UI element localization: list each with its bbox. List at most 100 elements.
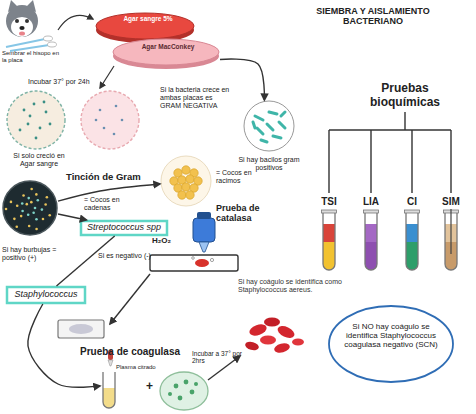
node-shape <box>316 196 342 272</box>
node-label: Agar sangre 5% <box>117 15 179 22</box>
culture-plate <box>168 392 172 396</box>
node-label: Agar MacConkey <box>132 43 204 50</box>
bacillus <box>261 140 267 142</box>
culture-plate <box>178 396 183 401</box>
incubated-plate <box>115 105 118 108</box>
circle-outline <box>161 156 211 206</box>
catalase-test <box>210 258 213 261</box>
flow-connector <box>56 236 114 286</box>
bacillus <box>269 112 277 114</box>
plate-dark <box>3 181 57 235</box>
coccus <box>35 228 38 231</box>
coccus <box>25 203 28 206</box>
annotation-text: Incubar a 37° por 2hrs <box>192 350 242 365</box>
agar-plate: Agar MacConkey <box>112 36 220 70</box>
bacteria-circle: = Cocos en racimosPrueba de catalasa <box>160 155 212 207</box>
coccus <box>30 201 33 204</box>
coccus <box>178 191 186 199</box>
node-shape <box>438 196 464 272</box>
tube-liquid <box>365 224 377 270</box>
flow-connector <box>58 214 86 220</box>
culture-plate <box>190 390 195 395</box>
culture-plate <box>160 372 208 410</box>
annotation-text: Si es negativo (-) <box>98 252 158 260</box>
incubated-plate <box>39 127 42 130</box>
blood-clot <box>264 318 280 327</box>
annotation-text: Prueba de coagulasa <box>80 346 190 358</box>
bacillus <box>257 128 263 134</box>
incubated-plate <box>19 129 22 132</box>
bracket <box>411 130 412 193</box>
node-label: LIA <box>351 196 391 208</box>
swab <box>48 42 57 47</box>
node-label: Plasma citrado <box>116 364 156 371</box>
plate-top <box>96 13 194 39</box>
bracket <box>328 130 329 193</box>
annotation-text: Incubar 37° por 24h <box>28 78 118 86</box>
box-outline <box>7 287 85 303</box>
incubated-plate <box>33 103 36 106</box>
catalase-test <box>192 257 195 260</box>
husky-icon <box>11 17 33 37</box>
incubated-plate <box>121 119 124 122</box>
node-label: SIM <box>431 196 471 208</box>
incubated-plate <box>99 109 102 112</box>
agar-plate: Agar sangre 5% <box>95 10 195 44</box>
node-shape <box>2 180 58 236</box>
node-label: Tinción de Gram <box>66 172 166 183</box>
gram-slide <box>69 324 93 334</box>
bracket <box>370 130 371 193</box>
node-shape <box>100 364 150 410</box>
catalase-test <box>195 259 209 267</box>
incubated-plate <box>23 109 26 112</box>
test-tube: LIA <box>358 196 384 272</box>
coccus <box>22 194 25 197</box>
coccus <box>182 166 190 174</box>
annotation-text: Si hay coágulo se identifica como Staphy… <box>238 278 348 294</box>
diagram-title: SIEMBRA Y AISLAMIENTO BACTERIANO <box>298 6 448 27</box>
blood-clot <box>292 339 304 346</box>
culture-plate <box>184 380 189 385</box>
box-outline <box>81 221 167 235</box>
node-shape <box>399 196 425 272</box>
bacteria-circle: Si hay bacilos gram positivos <box>243 100 295 152</box>
dropper <box>108 360 113 366</box>
blood-clot <box>260 336 276 345</box>
coccus <box>186 175 194 183</box>
bacillus <box>253 122 255 128</box>
coccus <box>44 203 47 206</box>
incubated-plate <box>27 123 30 126</box>
node-label: TSI <box>309 196 349 208</box>
incubated-plate <box>103 127 106 130</box>
annotation-text: Pruebas bioquímicas <box>355 82 455 110</box>
incubated-plate <box>29 115 32 118</box>
gram-slide <box>58 320 104 338</box>
node-label: Prueba de catalasa <box>216 203 272 224</box>
node-label: Staphylococcus <box>6 289 86 299</box>
swab <box>44 36 53 41</box>
catalase-test <box>193 218 215 242</box>
node-label: CI <box>392 196 432 208</box>
coccus <box>20 215 23 218</box>
husky-icon <box>15 19 19 23</box>
gram-slide <box>58 320 104 338</box>
bracket <box>450 130 451 193</box>
husky-icon <box>6 0 38 37</box>
flow-arrow <box>100 66 114 88</box>
catalase-test <box>150 255 238 271</box>
bracket <box>329 129 451 130</box>
coccus <box>30 188 33 191</box>
tube-liquid <box>365 224 377 242</box>
annotation-text: Si solo creció en Agar sangre <box>6 152 72 168</box>
coccus <box>46 196 49 199</box>
test-tube: CI <box>399 196 425 272</box>
coccus <box>21 202 24 205</box>
tube-liquid <box>323 224 335 270</box>
coccus <box>21 210 24 213</box>
annotation-text: Si hay burbujas = positivo (+) <box>2 246 68 262</box>
culture-plate <box>160 372 208 410</box>
result-box: Streptococcus spp <box>80 220 168 236</box>
tube-liquid <box>323 224 335 242</box>
tube-lip <box>364 210 379 213</box>
